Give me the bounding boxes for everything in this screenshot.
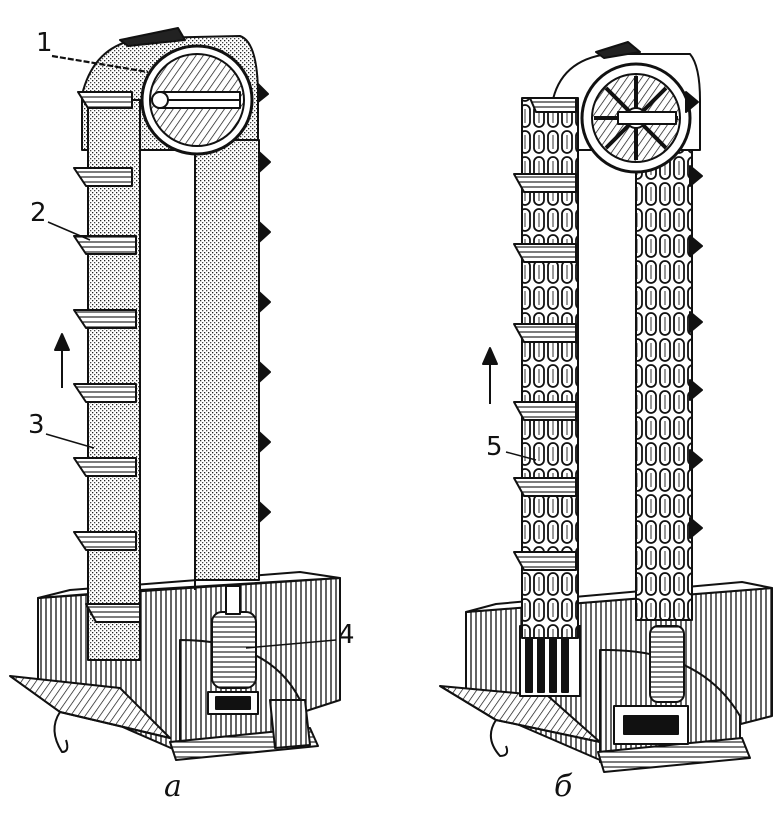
belt-up-run (87, 99, 141, 661)
label-3: 3 (28, 410, 45, 440)
buckets-down (685, 91, 703, 539)
leader-1 (51, 54, 149, 74)
tension-device (207, 585, 259, 715)
up-arrow-icon (54, 333, 70, 388)
caption-a: a (164, 769, 182, 804)
leader-5 (505, 451, 537, 461)
loading-chute (9, 675, 171, 753)
boot-housing (37, 571, 341, 761)
label-2: 2 (30, 198, 47, 228)
belt-down-run (194, 139, 260, 581)
buckets-up (513, 97, 577, 571)
leader-3 (45, 433, 95, 449)
leader-2 (47, 221, 91, 241)
loading-chute (439, 685, 601, 757)
caption-b: б (554, 769, 573, 804)
chain-down-run (635, 149, 693, 621)
leader-4 (245, 639, 337, 649)
buckets-up (73, 91, 141, 623)
label-4: 4 (338, 620, 355, 650)
chain-elevator-figure (439, 41, 773, 773)
label-1: 1 (36, 28, 53, 58)
head-sprocket (580, 62, 692, 174)
label-5: 5 (486, 432, 503, 462)
head-pulley (140, 44, 254, 156)
boot-housing (465, 581, 773, 773)
belt-elevator-figure (9, 27, 341, 761)
up-arrow-icon (482, 347, 498, 404)
buckets-down (257, 83, 271, 523)
